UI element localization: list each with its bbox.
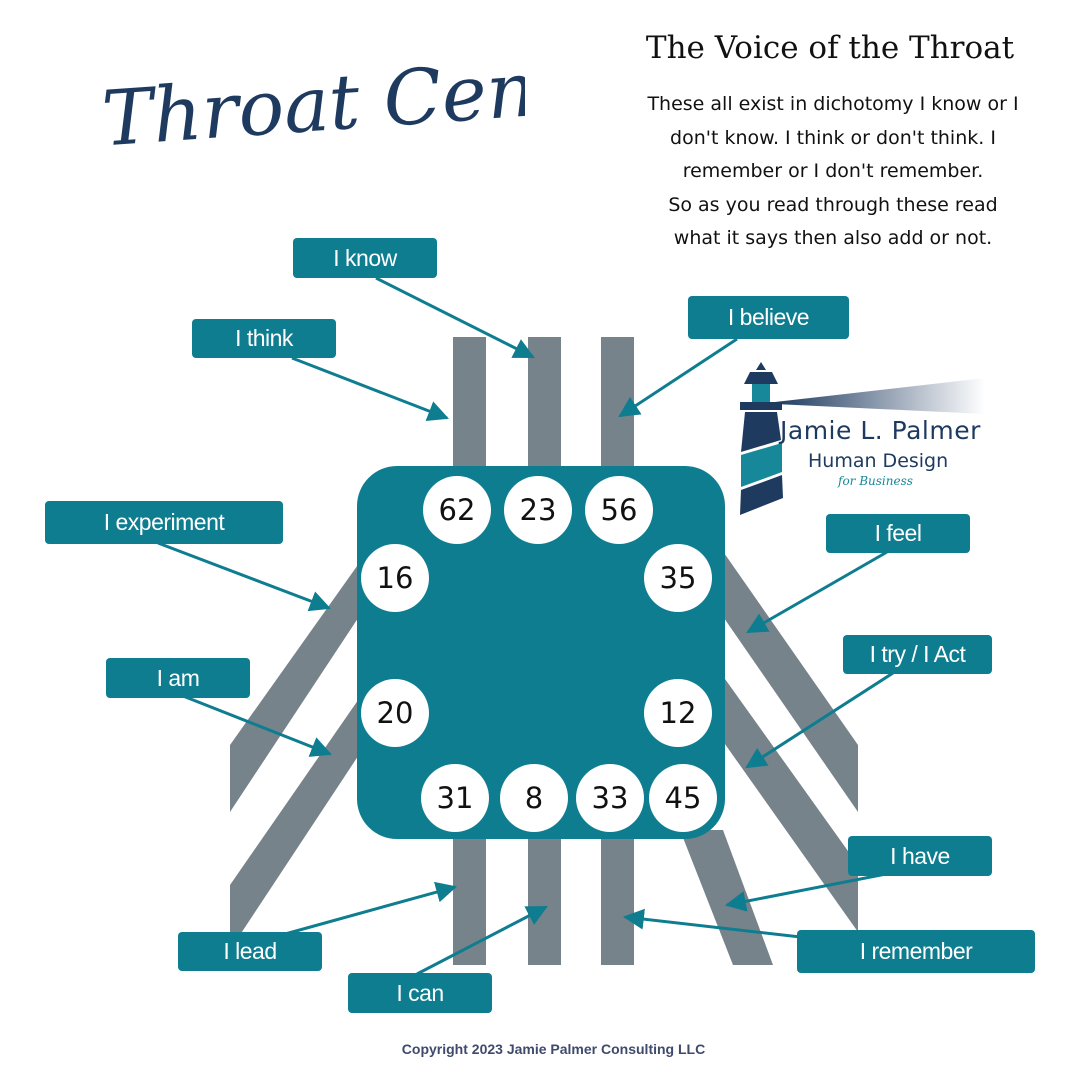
gate-35: 35 xyxy=(644,544,712,612)
gate-8: 8 xyxy=(500,764,568,832)
gate-20: 20 xyxy=(361,679,429,747)
copyright-footer: Copyright 2023 Jamie Palmer Consulting L… xyxy=(401,1041,706,1057)
channel-bottom-left xyxy=(453,825,486,965)
label-i-have: I have xyxy=(848,836,992,876)
channel-bottom-center xyxy=(528,825,561,965)
intro-text: These all exist in dichotomy I know or I… xyxy=(618,88,1048,256)
channel-bottom-right xyxy=(601,825,634,965)
gate-12: 12 xyxy=(644,679,712,747)
intro-line: don't know. I think or don't think. I xyxy=(670,126,996,149)
arrow-i-lead xyxy=(266,881,458,941)
gate-56: 56 xyxy=(585,476,653,544)
section-heading: The Voice of the Throat xyxy=(645,30,1015,66)
arrow-i-have xyxy=(724,872,887,912)
intro-line: So as you read through these read xyxy=(668,193,998,216)
page-title: Throat Center xyxy=(99,40,525,163)
label-i-think: I think xyxy=(192,319,336,358)
gate-45: 45 xyxy=(649,764,717,832)
logo-human-design: Human Design xyxy=(808,450,949,472)
label-i-believe: I believe xyxy=(688,296,849,339)
label-i-am: I am xyxy=(106,658,250,698)
channel-top-right xyxy=(601,337,634,477)
page-title-text: Throat Center xyxy=(99,40,525,163)
logo-name: Jamie L. Palmer xyxy=(780,416,981,445)
label-i-know: I know xyxy=(293,238,437,278)
channel-top-left xyxy=(453,337,486,477)
arrow-i-believe xyxy=(618,337,738,418)
intro-line: These all exist in dichotomy I know or I xyxy=(647,93,1019,115)
arrow-i-feel xyxy=(746,550,888,634)
gate-23: 23 xyxy=(504,476,572,544)
label-i-experiment: I experiment xyxy=(45,501,283,544)
intro-line: remember or I don't remember. xyxy=(682,160,984,182)
gate-31: 31 xyxy=(421,764,489,832)
channel-left-upper xyxy=(230,545,372,812)
channel-right-upper xyxy=(715,540,858,812)
lighthouse-icon xyxy=(740,362,985,515)
gate-16: 16 xyxy=(361,544,429,612)
channel-right-middle xyxy=(715,665,858,932)
label-i-can: I can xyxy=(348,973,492,1013)
label-i-try-act: I try / I Act xyxy=(843,635,992,674)
label-i-remember: I remember xyxy=(797,930,1035,973)
channel-left-lower xyxy=(230,680,372,950)
label-i-lead: I lead xyxy=(178,932,322,971)
channel-top-center xyxy=(528,337,561,477)
throat-center-box xyxy=(357,466,725,839)
intro-line: what it says then also add or not. xyxy=(673,227,993,249)
gate-62: 62 xyxy=(423,476,491,544)
label-i-feel: I feel xyxy=(826,514,970,553)
logo-for-business: for Business xyxy=(838,474,913,488)
arrow-i-try-act xyxy=(745,671,894,769)
arrow-i-experiment xyxy=(157,541,331,612)
arrow-i-can xyxy=(416,905,548,976)
gate-33: 33 xyxy=(576,764,644,832)
arrow-i-know xyxy=(375,276,535,359)
arrow-i-think xyxy=(291,356,449,421)
arrow-i-am xyxy=(182,694,332,757)
